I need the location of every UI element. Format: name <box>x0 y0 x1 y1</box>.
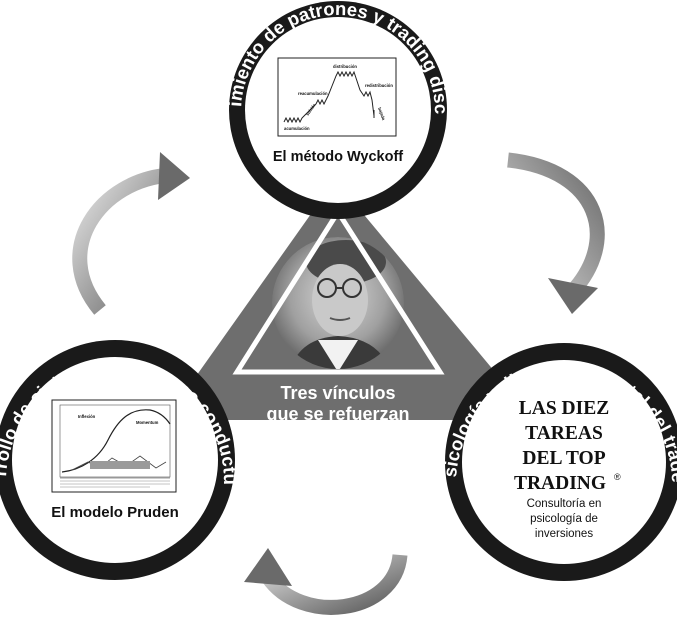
right-title-line-4: TRADING <box>514 473 606 494</box>
pruden-label-peak: Momentum <box>136 420 159 425</box>
right-title-line-2: TAREAS <box>525 423 603 444</box>
wyckoff-label-redistribution: redistribución <box>365 83 393 88</box>
right-subtitle-line-1: Consultoría en <box>527 498 602 510</box>
wyckoff-chart: acumulación subida reacumulación distrib… <box>277 57 397 137</box>
inner-triangle-outline <box>232 207 445 375</box>
left-circle-caption: El modelo Pruden <box>51 504 179 521</box>
cycle-arrow-left-top <box>72 152 190 315</box>
left-circle: Desarrollo de sistemas y finanzas conduc… <box>0 0 241 580</box>
wyckoff-label-reaccumulation: reacumulación <box>298 91 328 96</box>
top-circle: Reconocimiento de patrones y trading dis… <box>0 0 452 219</box>
wyckoff-label-distribution: distribución <box>333 64 357 69</box>
center-text-line-2: que se refuerzan <box>266 404 409 424</box>
pruden-label-inflection: Inflexión <box>78 414 96 419</box>
right-title-line-1: LAS DIEZ <box>519 398 610 419</box>
cycle-arrow-bottom <box>244 548 408 615</box>
right-title-line-3: DEL TOP <box>522 448 605 469</box>
cycle-arrow-top-right <box>507 152 605 314</box>
registered-mark: ® <box>614 472 621 482</box>
wyckoff-label-accumulation: acumulación <box>284 126 310 131</box>
top-circle-caption: El método Wyckoff <box>273 149 403 165</box>
center-text-line-1: Tres vínculos <box>280 383 395 403</box>
wyckoff-label-markdown: bajada <box>377 107 386 122</box>
center-text-line-3: mutuamente <box>284 425 391 445</box>
right-subtitle-line-3: inversiones <box>535 528 593 540</box>
pruden-chart: Momentum Inflexión <box>51 399 177 493</box>
right-subtitle-line-2: psicología de <box>530 513 598 525</box>
portrait-photo <box>272 237 404 369</box>
